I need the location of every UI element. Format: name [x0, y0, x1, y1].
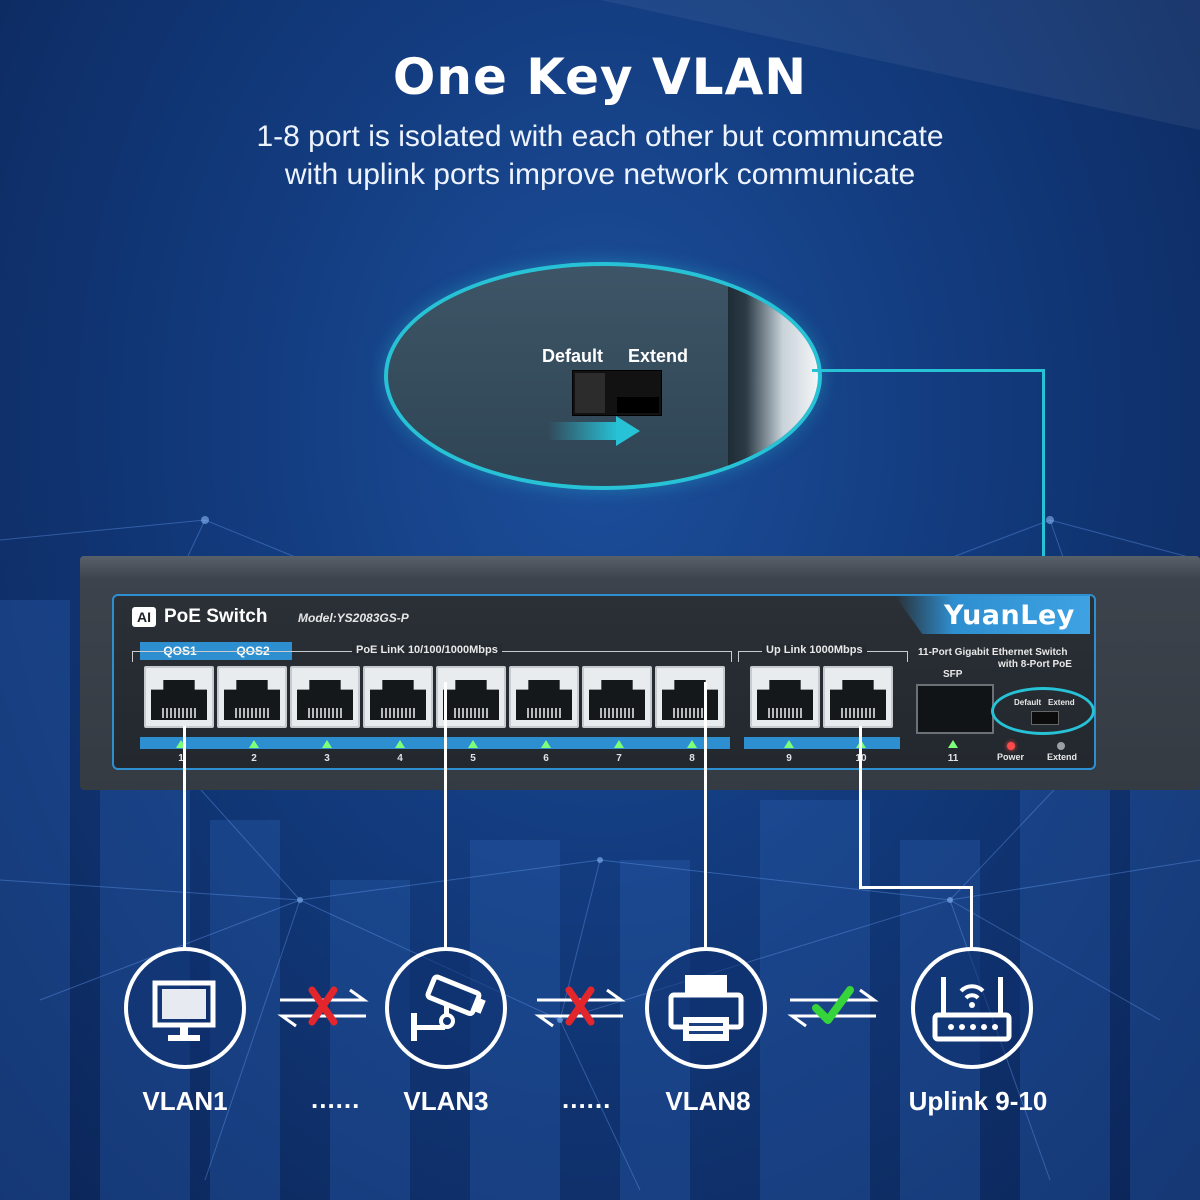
- cable-port-10: [859, 726, 862, 889]
- ethernet-port-2[interactable]: [217, 666, 287, 728]
- link-led-icon: [249, 740, 259, 748]
- monitor-icon: [152, 980, 216, 1041]
- port-number: 4: [397, 753, 403, 764]
- case-edge: [728, 266, 818, 486]
- ethernet-port-8[interactable]: [655, 666, 725, 728]
- port-number: 2: [251, 753, 257, 764]
- ethernet-port-5[interactable]: [436, 666, 506, 728]
- port-number: 5: [470, 753, 476, 764]
- zoom-extend-label: Extend: [628, 346, 689, 366]
- link-led-icon: [468, 740, 478, 748]
- power-led: [1007, 742, 1015, 750]
- link-led-icon: [541, 740, 551, 748]
- link-led-icon: [614, 740, 624, 748]
- port-number: 7: [616, 753, 622, 764]
- switch-knob: [575, 373, 605, 413]
- vlan8-label: VLAN8: [665, 1086, 751, 1116]
- port-number: 1: [178, 753, 184, 764]
- poe-led-bar: [140, 737, 730, 749]
- link-led-icon: [784, 740, 794, 748]
- ethernet-port-4[interactable]: [363, 666, 433, 728]
- brand-logo: YuanLey: [944, 600, 1075, 631]
- ethernet-port-7[interactable]: [582, 666, 652, 728]
- callout-line-vertical: [1042, 369, 1045, 689]
- dip-switch[interactable]: [1031, 711, 1059, 725]
- zoom-default-label: Default: [542, 346, 604, 366]
- uplink-port-9[interactable]: [750, 666, 820, 728]
- ethernet-port-3[interactable]: [290, 666, 360, 728]
- vlan3-label: VLAN3: [403, 1086, 489, 1116]
- vlan-mode-switch[interactable]: [572, 370, 662, 416]
- ethernet-port-6[interactable]: [509, 666, 579, 728]
- cable-port-5: [444, 682, 447, 949]
- allowed-exchange-icon: [787, 986, 879, 1028]
- port-number: 3: [324, 753, 330, 764]
- dip-highlight-ring: [991, 687, 1095, 735]
- uplink-label-bottom: Uplink 9-10: [908, 1086, 1048, 1116]
- headline: One Key VLAN: [392, 48, 808, 106]
- arrow-right-icon: [548, 422, 618, 440]
- separator-dots: ......: [311, 1084, 361, 1114]
- vlan1-device: [124, 947, 246, 1069]
- dip-default-label: Default: [1014, 698, 1042, 707]
- sfp-port-11[interactable]: [916, 684, 994, 734]
- extend-led: [1057, 742, 1065, 750]
- port-number: 6: [543, 753, 549, 764]
- cable-port-10-horizontal: [859, 886, 973, 889]
- uplink-label: Up Link 1000Mbps: [762, 644, 867, 656]
- switch-nub: [617, 397, 659, 413]
- cable-port-1: [183, 726, 186, 949]
- link-led-icon: [687, 740, 697, 748]
- subline-2: with uplink ports improve network commun…: [284, 158, 916, 191]
- vlan8-device: [645, 947, 767, 1069]
- vlan1-label: VLAN1: [142, 1086, 228, 1116]
- cable-port-8: [704, 682, 707, 949]
- port-number: 9: [786, 753, 792, 764]
- zoom-callout: Default Extend: [384, 262, 822, 490]
- router-icon: [932, 977, 1012, 1042]
- blocked-exchange-icon: [534, 986, 626, 1028]
- brand-band: [895, 596, 1090, 634]
- security-camera-icon: [411, 974, 486, 1041]
- link-led-icon: [395, 740, 405, 748]
- uplink-led-bar: [744, 737, 900, 749]
- cable-uplink-drop: [970, 886, 973, 949]
- vlan3-device: [385, 947, 507, 1069]
- port-number: 11: [947, 753, 959, 764]
- uplink-port-10[interactable]: [823, 666, 893, 728]
- model-number: Model:YS2083GS-P: [298, 611, 409, 625]
- ethernet-port-1[interactable]: [144, 666, 214, 728]
- power-label: Power: [997, 752, 1025, 762]
- switch-description-1: 11-Port Gigabit Ethernet Switch: [918, 647, 1068, 658]
- poe-link-label: PoE LinK 10/100/1000Mbps: [352, 644, 502, 656]
- arrowhead-icon: [616, 416, 640, 446]
- uplink-device: [911, 947, 1033, 1069]
- printer-icon: [668, 975, 744, 1041]
- extend-led-label: Extend: [1047, 752, 1078, 762]
- switch-description-2: with 8-Port PoE: [998, 659, 1072, 670]
- link-led-icon: [322, 740, 332, 748]
- link-led-icon: [176, 740, 186, 748]
- callout-line-horizontal: [812, 369, 1045, 372]
- port-number: 8: [689, 753, 695, 764]
- blocked-exchange-icon: [277, 986, 369, 1028]
- subline-1: 1-8 port is isolated with each other but…: [256, 120, 944, 153]
- sfp-label: SFP: [943, 669, 963, 680]
- product-name: PoE Switch: [164, 606, 268, 627]
- link-led-icon: [948, 740, 958, 748]
- dip-extend-label: Extend: [1048, 698, 1075, 707]
- separator-dots: ......: [562, 1084, 612, 1114]
- ai-badge: AI: [132, 607, 156, 627]
